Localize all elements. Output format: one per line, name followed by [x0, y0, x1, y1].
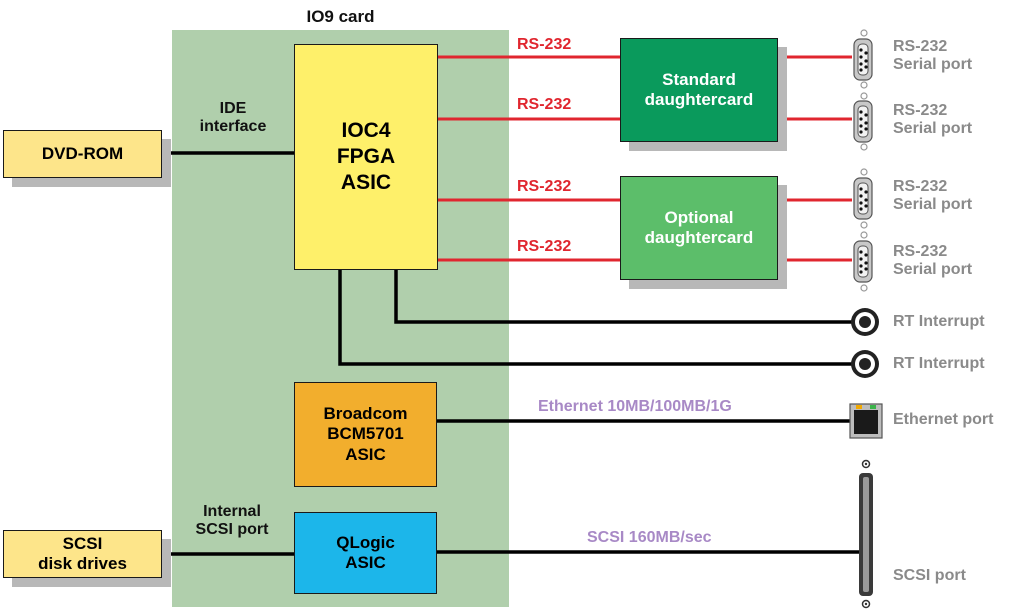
standard-daughtercard: Standard daughtercard [620, 38, 778, 142]
rs232-link-label: RS-232 [517, 178, 572, 195]
serial-port-label-3: RS-232 Serial port [893, 178, 973, 214]
rs232-link-label: RS-232 [517, 238, 572, 255]
rt-interrupt-label-2: RT Interrupt [893, 355, 985, 372]
qlogic-asic: QLogic ASIC [294, 512, 437, 594]
rs232-link-label: RS-232 [517, 96, 572, 113]
scsi-connector-icon [859, 459, 873, 609]
scsi-drives-line-1: SCSI [62, 533, 103, 553]
rt-interrupt-line-1 [394, 270, 852, 324]
serial-port-label-1: RS-232 Serial port [893, 38, 973, 74]
ethernet-speed-label: Ethernet 10MB/100MB/1G [538, 398, 732, 415]
serial-port-icon [853, 92, 873, 151]
rt-interrupt-connector-icon [851, 308, 879, 336]
scsi-bus-speed-label: SCSI 160MB/sec [587, 529, 712, 546]
serial-port-label-2: RS-232 Serial port [893, 102, 973, 138]
scsi-port-label: SCSI port [893, 567, 966, 584]
ioc4-fpga-asic: IOC4 FPGA ASIC [294, 44, 438, 270]
serial-port-icon [853, 231, 873, 292]
serial-port-icon [853, 29, 873, 89]
internal-scsi-port-label: Internal SCSI port [195, 503, 269, 539]
serial-port-icon [853, 168, 873, 229]
dvd-rom-drive: DVD-ROM [3, 130, 162, 178]
scsi-drives-line-2: disk drives [38, 554, 127, 573]
scsi-disk-drives: SCSI disk drives [3, 530, 162, 578]
rt-interrupt-connector-icon [851, 350, 879, 378]
card-title: IO9 card [306, 7, 375, 26]
dvd-rom-label: DVD-ROM [41, 143, 124, 163]
serial-port-label-4: RS-232 Serial port [893, 243, 973, 279]
rt-interrupt-line-2 [338, 270, 852, 366]
optional-daughtercard: Optional daughtercard [620, 176, 778, 280]
rt-interrupt-label-1: RT Interrupt [893, 313, 985, 330]
ide-interface-label: IDE interface [199, 100, 267, 136]
ethernet-port-label: Ethernet port [893, 411, 994, 428]
ethernet-port-icon [849, 403, 883, 439]
rs232-link-label: RS-232 [517, 36, 572, 53]
broadcom-bcm5701-asic: Broadcom BCM5701 ASIC [294, 382, 437, 487]
